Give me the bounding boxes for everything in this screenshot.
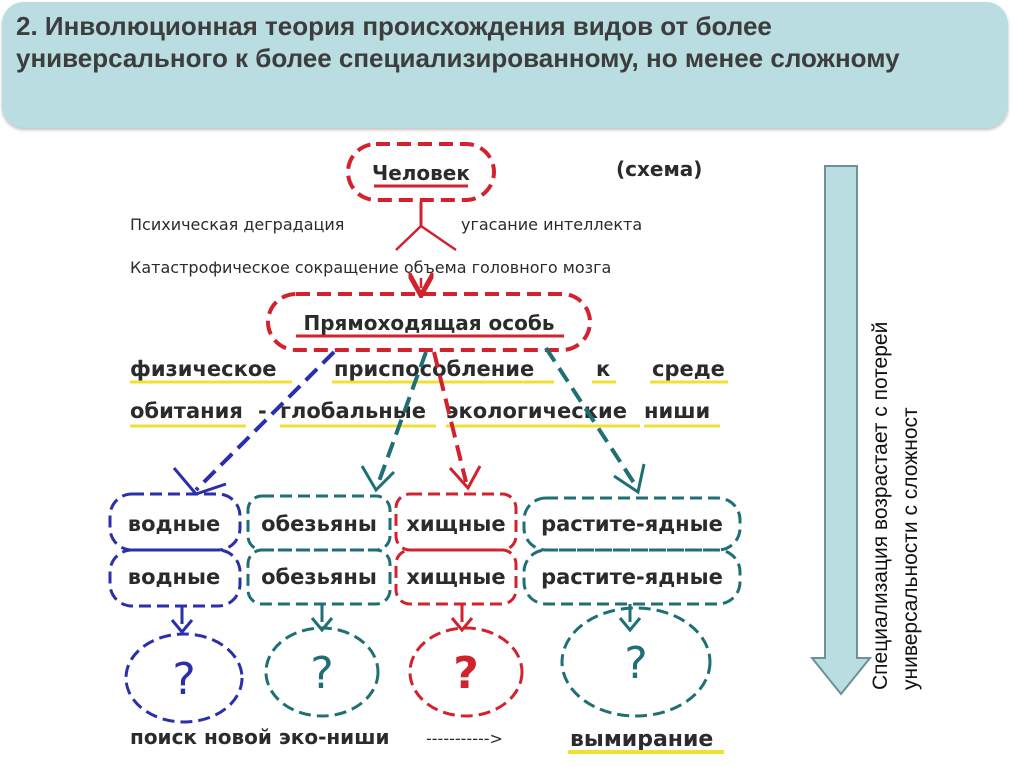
adapt-word-2: приспособление xyxy=(334,357,534,381)
top-node-border xyxy=(346,142,496,202)
group-herbivores-label-1: растите-ядные xyxy=(541,512,723,536)
side-label-line-2: универсальности с сложност xyxy=(899,407,922,690)
question-circle-water xyxy=(124,632,244,724)
group-predators-label-2: хищные xyxy=(406,565,505,589)
scheme-label: (схема) xyxy=(616,157,702,181)
adapt-word-1: физическое xyxy=(130,357,277,381)
group-apes-label-2: обезьяны xyxy=(261,565,377,589)
title-banner: 2. Инволюционная теория происхождения ви… xyxy=(2,2,1008,128)
arrow-herbivores xyxy=(544,346,638,488)
adapt-word-7: глобальные xyxy=(280,399,426,423)
arrow-water xyxy=(194,350,336,492)
adapt-word-4: среде xyxy=(652,357,725,381)
adapt-word-3: к xyxy=(596,357,610,381)
top-branch-right xyxy=(420,224,457,252)
question-mark-water: ? xyxy=(172,654,195,705)
brain-reduction: Катастрофическое сокращение объема голов… xyxy=(130,258,611,277)
bottom-left-text: поиск новой эко-ниши xyxy=(130,725,389,749)
group-water-label-1: водные xyxy=(128,512,220,536)
specialization-arrow xyxy=(809,165,873,696)
middle-node-label: Прямоходящая особь xyxy=(304,311,555,335)
adapt-word-5: обитания xyxy=(130,399,243,423)
group-predators-box-2 xyxy=(394,548,518,606)
question-circle-predators xyxy=(408,626,524,718)
arrowhead-herbivores xyxy=(613,463,646,495)
arrowhead-water xyxy=(172,467,227,496)
top-node-label: Человек xyxy=(372,161,470,185)
question-mark-predators: ? xyxy=(453,648,479,699)
adapt-word-9: ниши xyxy=(644,399,710,423)
group-water-box-2 xyxy=(108,548,242,608)
side-label-line-1: Специализация возрастает с потерей xyxy=(869,321,892,690)
group-herbivores-label-2: растите-ядные xyxy=(541,565,723,589)
question-mark-apes: ? xyxy=(310,648,333,699)
arrow-predators xyxy=(432,351,468,483)
arrowhead-apes xyxy=(360,465,396,493)
side-label-text: Специализация возрастает с потерей униве… xyxy=(866,215,926,690)
down-arrowhead-apes xyxy=(310,617,334,633)
involution-diagram: (схема) Человек Психическая деградация у… xyxy=(96,138,772,767)
question-mark-herbivores: ? xyxy=(624,638,647,689)
group-apes-box-2 xyxy=(246,548,392,606)
group-apes-label-1: обезьяны xyxy=(261,512,377,536)
middle-node-border xyxy=(266,292,592,352)
question-circle-herbivores xyxy=(560,606,712,718)
question-circle-apes xyxy=(264,626,380,718)
down-arrowhead-predators xyxy=(450,617,474,633)
group-water-label-2: водные xyxy=(128,565,220,589)
group-predators-label-1: хищные xyxy=(406,512,505,536)
bottom-arrow-text: -----------> xyxy=(426,729,503,748)
arrowhead-predators xyxy=(448,465,482,491)
diagram-svg: (схема) Человек Психическая деградация у… xyxy=(108,142,742,754)
top-branch-left xyxy=(395,225,422,251)
down-arrowhead-herbivores xyxy=(618,617,642,633)
adapt-word-8: экологические xyxy=(446,399,627,423)
page-title: 2. Инволюционная теория происхождения ви… xyxy=(16,11,900,73)
down-arrowhead-water xyxy=(170,619,194,635)
specialization-arrow-shape xyxy=(809,165,873,696)
degradation-left: Психическая деградация xyxy=(130,215,344,234)
group-herbivores-box-1 xyxy=(522,496,742,552)
adapt-word-6: - xyxy=(258,399,267,423)
degradation-right: угасание интеллекта xyxy=(461,215,642,234)
bottom-right-text: вымирание xyxy=(570,727,713,752)
